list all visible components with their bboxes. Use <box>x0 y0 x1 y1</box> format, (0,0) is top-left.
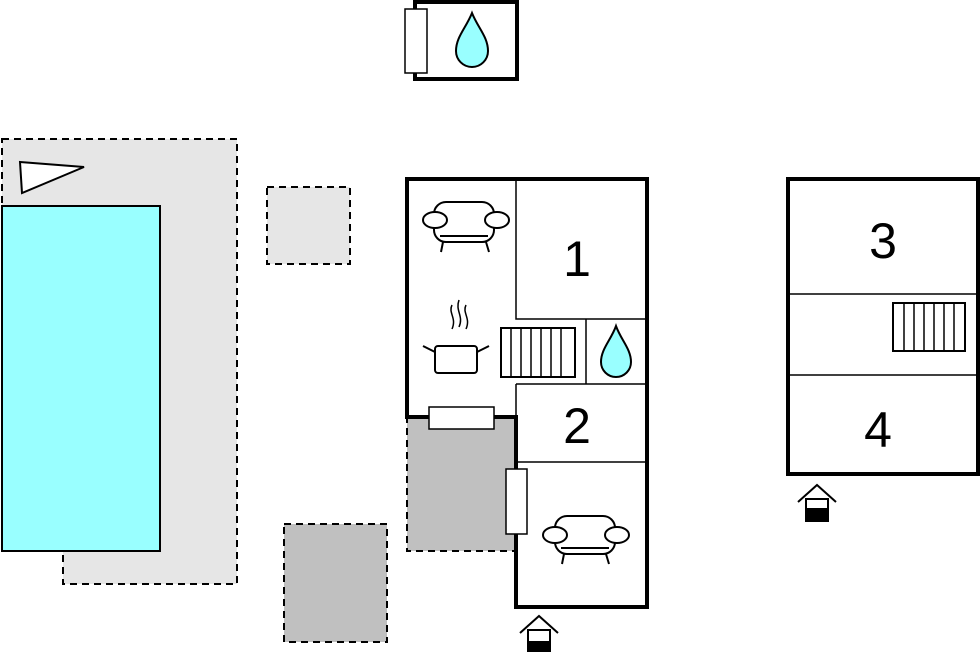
covered-terrace-middle <box>406 416 517 552</box>
water-drop-icon <box>599 323 633 378</box>
sofa-icon <box>422 201 510 253</box>
covered-terrace-bottom <box>283 523 388 643</box>
stairs-icon <box>500 327 576 378</box>
door-side <box>505 468 528 535</box>
room-3-label: 3 <box>869 213 897 269</box>
cooking-pot-icon <box>422 299 490 374</box>
main-house <box>405 177 649 609</box>
stairs-icon <box>892 302 966 352</box>
room-2-label: 2 <box>563 398 591 454</box>
entrance-house-icon <box>519 614 559 652</box>
small-terrace <box>266 186 351 265</box>
entrance-house-icon <box>797 483 837 522</box>
swimming-pool <box>1 205 161 552</box>
room-1-label: 1 <box>563 231 591 287</box>
sofa-icon <box>542 515 630 565</box>
room-4-label: 4 <box>864 402 892 458</box>
door-terrace <box>428 406 495 430</box>
triangle-icon <box>18 160 85 195</box>
water-drop-icon <box>454 10 490 68</box>
